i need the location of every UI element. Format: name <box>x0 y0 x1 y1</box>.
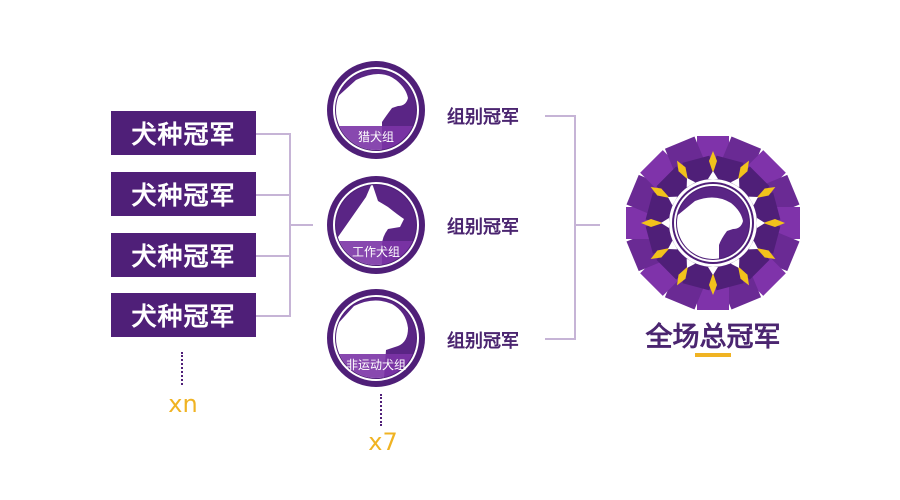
rosette-gold-point <box>763 219 785 227</box>
breed-champion-box: 犬种冠军 <box>111 111 256 155</box>
breed-count: xn <box>168 390 198 418</box>
group-badge-hound: 猎犬组 <box>326 60 426 160</box>
breed-champion-box: 犬种冠军 <box>111 233 256 277</box>
group-badge-working: 工作犬组 <box>326 175 426 275</box>
rosette-white-point <box>730 177 740 188</box>
rosette-inner-petal <box>749 192 781 226</box>
rosette-white-point <box>686 258 696 269</box>
connector <box>574 115 576 340</box>
breed-champion-box: 犬种冠军 <box>111 172 256 216</box>
rosette-white-point <box>757 218 765 228</box>
connector <box>256 315 290 317</box>
group-count: x7 <box>368 428 398 456</box>
group-name: 非运动犬组 <box>345 358 406 372</box>
rosette-icon <box>626 136 800 310</box>
group-champion-label: 组别冠军 <box>447 107 519 128</box>
connector <box>289 224 313 226</box>
rosette-gold-point <box>650 187 670 198</box>
rosette-inner-petal <box>710 259 744 291</box>
best-in-show-label: 全场总冠军 <box>645 322 781 353</box>
rosette-gold-point <box>756 187 776 198</box>
rosette-white-point <box>730 258 740 269</box>
ellipsis-dots <box>181 352 183 385</box>
rosette-white-point <box>708 171 718 179</box>
rosette-gold-point <box>650 248 670 259</box>
group-champion-label: 组别冠军 <box>447 217 519 238</box>
rosette-inner-petal <box>645 192 677 226</box>
working-dog-head-icon <box>327 176 425 274</box>
rosette-gold-point <box>677 266 688 286</box>
group-badge-non-sporting: 非运动犬组 <box>326 288 426 388</box>
connector <box>574 224 600 226</box>
connector <box>256 194 290 196</box>
rosette-white-point <box>667 196 678 206</box>
hound-head-icon <box>327 61 425 159</box>
connector <box>256 255 290 257</box>
group-name: 工作犬组 <box>351 245 400 259</box>
breed-champion-box: 犬种冠军 <box>111 293 256 337</box>
rosette-inner-petal <box>682 155 716 187</box>
accent-underline <box>695 353 731 357</box>
connector <box>545 115 575 117</box>
rosette-gold-point <box>756 248 776 259</box>
ellipsis-dots <box>380 394 382 426</box>
group-name: 猎犬组 <box>357 130 394 144</box>
rosette-gold-point <box>641 219 663 227</box>
connector <box>545 338 575 340</box>
rosette-white-point <box>686 177 696 188</box>
non-sporting-dog-head-icon <box>327 289 425 387</box>
rosette-white-point <box>708 267 718 275</box>
rosette-white-point <box>667 240 678 250</box>
rosette-gold-point <box>709 273 717 295</box>
connector <box>256 133 290 135</box>
rosette-inner-petal <box>682 259 716 291</box>
rosette-inner-petal <box>749 220 781 254</box>
rosette-gold-point <box>677 160 688 180</box>
rosette-inner-petal <box>710 155 744 187</box>
rosette-inner-petal <box>645 220 677 254</box>
rosette-gold-point <box>709 151 717 173</box>
rosette-gold-point <box>738 266 749 286</box>
rosette-white-point <box>748 240 759 250</box>
group-champion-label: 组别冠军 <box>447 331 519 352</box>
rosette-gold-point <box>738 160 749 180</box>
rosette-white-point <box>748 196 759 206</box>
rosette-white-point <box>661 218 669 228</box>
